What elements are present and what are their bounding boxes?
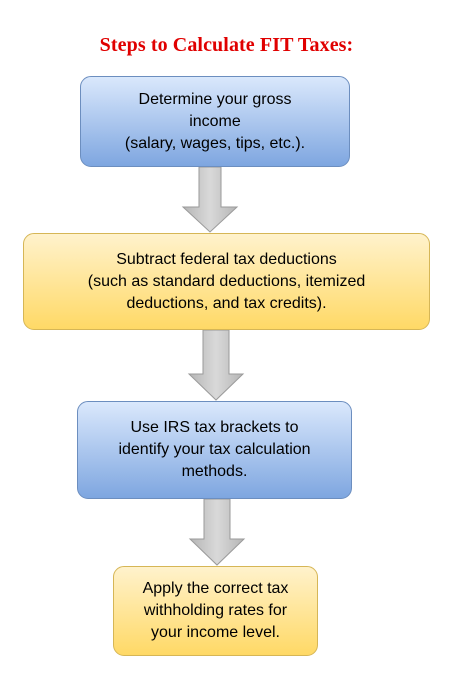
step-text-line: identify your tax calculation [118, 441, 311, 458]
step-text-line: Apply the correct tax [142, 580, 289, 597]
step-apply-withholding-rates: Apply the correct tax withholding rates … [113, 566, 318, 656]
step-text-line: methods. [181, 463, 248, 480]
step-text-line: deductions, and tax credits). [126, 294, 327, 312]
step-text-line: Subtract federal tax deductions [116, 250, 337, 268]
step-text-line: income [189, 112, 241, 130]
step-text-line: (such as standard deductions, itemized [87, 272, 366, 290]
step-subtract-deductions: Subtract federal tax deductions (such as… [23, 233, 430, 330]
step-text-line: withholding rates for [143, 602, 288, 619]
down-arrow-icon [181, 167, 239, 233]
down-arrow-icon [187, 330, 245, 401]
step-use-irs-brackets: Use IRS tax brackets to identify your ta… [77, 401, 352, 499]
step-text-line: (salary, wages, tips, etc.). [124, 134, 306, 152]
step-text: Apply the correct tax withholding rates … [143, 578, 289, 644]
step-text: Determine your gross income (salary, wag… [125, 89, 305, 155]
step-text-line: your income level. [151, 624, 280, 641]
diagram-title: Steps to Calculate FIT Taxes: [99, 34, 354, 56]
down-arrow-icon [188, 499, 246, 566]
step-determine-gross-income: Determine your gross income (salary, wag… [80, 76, 350, 167]
step-text: Use IRS tax brackets to identify your ta… [118, 417, 310, 483]
step-text-line: Use IRS tax brackets to [130, 419, 299, 436]
step-text-line: Determine your gross [138, 90, 292, 108]
step-text: Subtract federal tax deductions (such as… [88, 249, 365, 315]
